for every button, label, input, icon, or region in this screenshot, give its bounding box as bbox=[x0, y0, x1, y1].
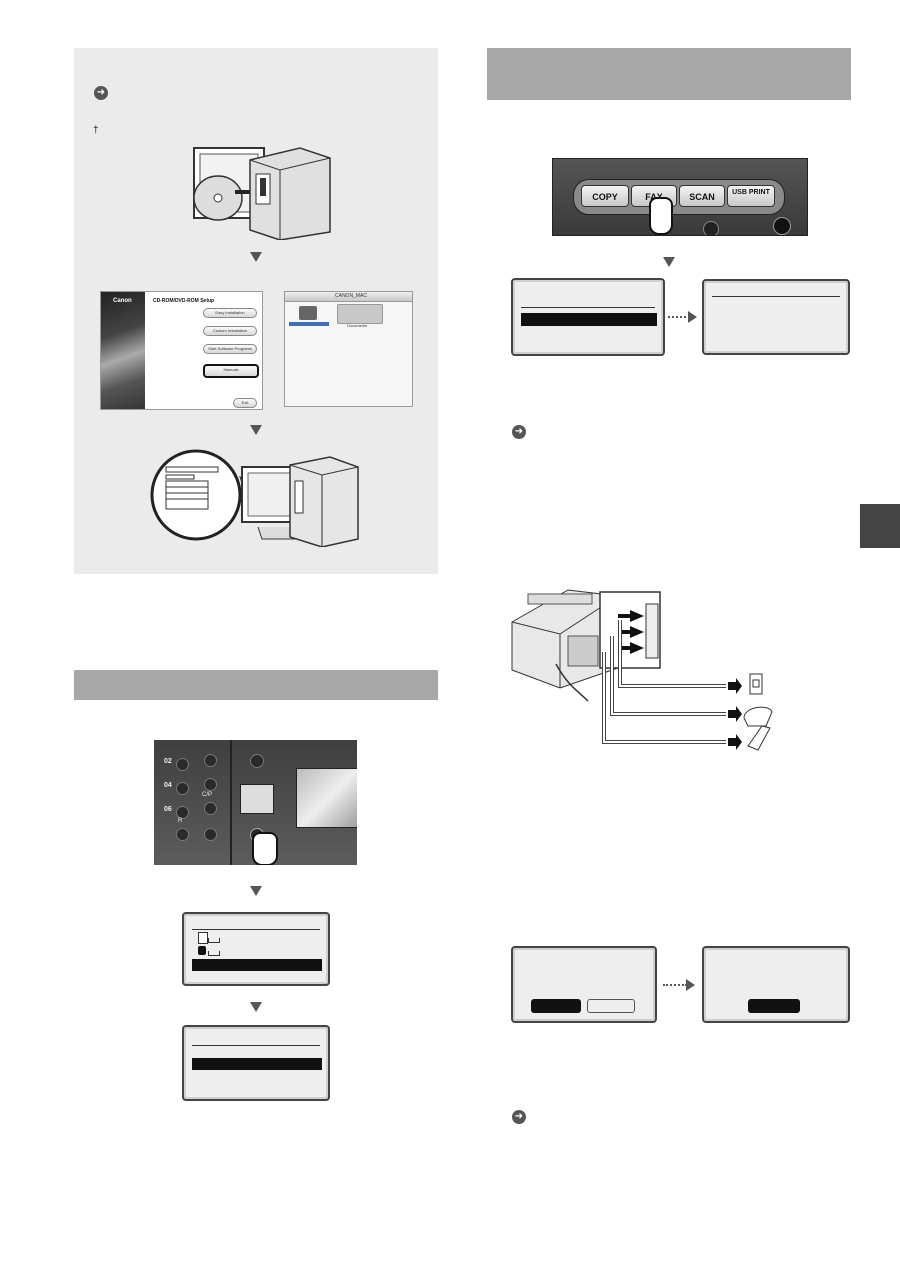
mac-finder-window: CANON_MAC Documents bbox=[284, 291, 413, 407]
panel-display bbox=[296, 768, 357, 828]
chapter-side-tab bbox=[860, 504, 900, 548]
panel-button[interactable] bbox=[703, 221, 719, 235]
usb-print-button[interactable]: USB PRINT bbox=[727, 185, 775, 207]
mac-selected-item[interactable] bbox=[289, 322, 329, 326]
dialog-button-secondary[interactable] bbox=[587, 999, 635, 1013]
manuals-button[interactable]: Manuals bbox=[203, 364, 259, 378]
step-arrow-icon bbox=[250, 1002, 262, 1012]
fax-connection-illustration bbox=[511, 589, 773, 751]
start-software-button[interactable]: Start Software Programs bbox=[203, 344, 257, 354]
r-label: R bbox=[178, 818, 183, 824]
speed-dial-label: 02 bbox=[164, 758, 172, 765]
dialog-button-primary[interactable] bbox=[748, 999, 800, 1013]
control-panel-photo: 02 04 06 R C/P bbox=[154, 740, 357, 865]
manual-zoom-illustration bbox=[150, 449, 359, 547]
lcd-divider bbox=[192, 1045, 320, 1046]
mac-window-title: CANON_MAC bbox=[335, 293, 367, 299]
dagger-mark: † bbox=[93, 125, 99, 136]
arrow-circle-icon: ➜ bbox=[512, 1110, 526, 1124]
arrow-circle-icon: ➜ bbox=[94, 86, 108, 100]
power-button[interactable] bbox=[773, 217, 791, 235]
insert-cd-illustration bbox=[193, 147, 331, 240]
panel-button[interactable] bbox=[250, 754, 264, 768]
section-header-bar bbox=[74, 670, 438, 700]
step-arrow-icon bbox=[663, 257, 675, 267]
cp-label: C/P bbox=[202, 792, 213, 798]
speed-dial-button[interactable] bbox=[176, 758, 189, 771]
custom-installation-button[interactable]: Custom Installation bbox=[203, 326, 257, 336]
speed-dial-button[interactable] bbox=[176, 782, 189, 795]
lcd-screen-3 bbox=[511, 278, 665, 356]
paper-filled-icon bbox=[198, 946, 206, 955]
lcd-divider bbox=[521, 307, 655, 308]
arrow-circle-icon: ➜ bbox=[512, 425, 526, 439]
setup-window: Canon CD-ROM/DVD-ROM Setup Easy Installa… bbox=[100, 291, 263, 410]
lcd-screen-5 bbox=[511, 946, 657, 1023]
panel-divider bbox=[230, 740, 232, 865]
dotted-arrow bbox=[663, 984, 687, 986]
panel-button[interactable] bbox=[204, 828, 217, 841]
tray-icon bbox=[208, 938, 220, 943]
dialog-button-primary[interactable] bbox=[531, 999, 581, 1013]
status-monitor-icon bbox=[240, 784, 274, 814]
speed-dial-label: 04 bbox=[164, 782, 172, 789]
lcd-divider bbox=[712, 296, 840, 297]
dotted-arrow-head bbox=[688, 311, 697, 323]
step-arrow-icon bbox=[250, 886, 262, 896]
documents-folder-label[interactable]: Documents bbox=[347, 323, 368, 328]
hand-pointer-icon bbox=[252, 832, 278, 865]
lcd-selected-row[interactable] bbox=[192, 959, 322, 971]
step-arrow-icon bbox=[250, 252, 262, 262]
setup-brand-label: Canon bbox=[113, 298, 132, 304]
panel-button[interactable] bbox=[176, 828, 189, 841]
exit-button[interactable]: Exit bbox=[233, 398, 257, 408]
easy-installation-button[interactable]: Easy Installation bbox=[203, 308, 257, 318]
speed-dial-label: 06 bbox=[164, 806, 172, 813]
copy-button[interactable]: COPY bbox=[581, 185, 629, 207]
setup-window-art bbox=[101, 292, 145, 409]
lcd-screen-6 bbox=[702, 946, 850, 1023]
panel-button[interactable] bbox=[204, 802, 217, 815]
lcd-divider bbox=[192, 929, 320, 930]
panel-button[interactable] bbox=[204, 754, 217, 767]
dotted-arrow-head bbox=[686, 979, 695, 991]
hand-pointer-icon bbox=[649, 197, 673, 235]
tray-icon bbox=[208, 951, 220, 956]
speed-dial-button[interactable] bbox=[176, 806, 189, 819]
dotted-arrow bbox=[668, 316, 690, 318]
setup-window-title: CD-ROM/DVD-ROM Setup bbox=[153, 298, 215, 304]
lcd-selected-row[interactable] bbox=[521, 313, 657, 326]
step-arrow-icon bbox=[250, 425, 262, 435]
section-header-bar bbox=[487, 48, 851, 100]
paper-icon bbox=[198, 932, 208, 944]
panel-button[interactable] bbox=[204, 778, 217, 791]
folder-icon[interactable] bbox=[337, 304, 383, 324]
lcd-selected-row[interactable] bbox=[192, 1058, 322, 1070]
mac-window-titlebar bbox=[285, 292, 412, 302]
mac-installer-icon[interactable] bbox=[299, 306, 317, 320]
lcd-screen-2 bbox=[182, 1025, 330, 1101]
lcd-screen-1 bbox=[182, 912, 330, 986]
scan-button[interactable]: SCAN bbox=[679, 185, 725, 207]
lcd-screen-4 bbox=[702, 279, 850, 355]
operation-panel-photo: COPY FAX SCAN USB PRINT bbox=[552, 158, 808, 236]
